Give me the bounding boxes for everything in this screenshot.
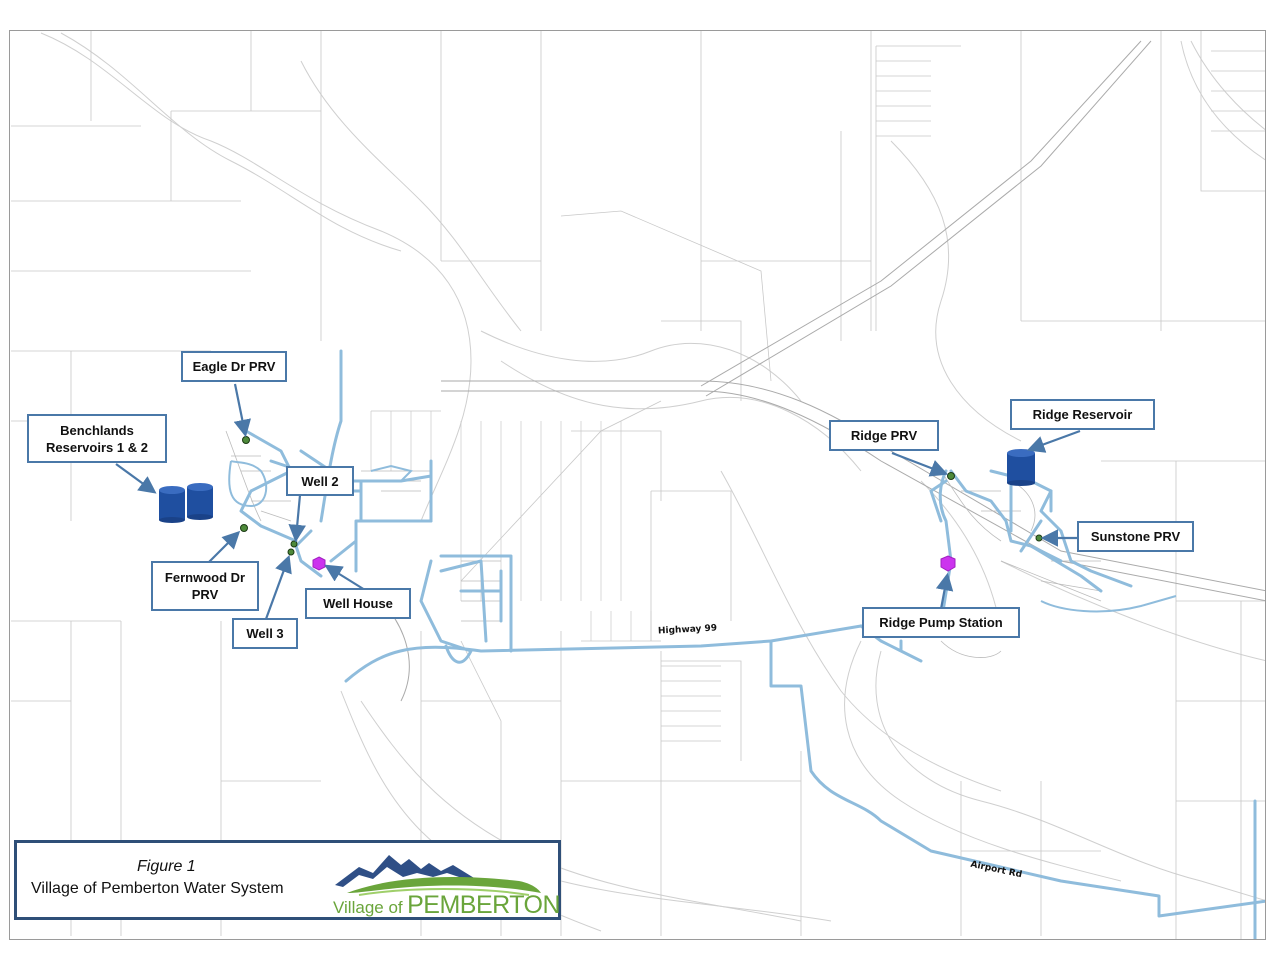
well-house-marker <box>312 556 326 571</box>
logo-village-of: Village of <box>333 898 403 917</box>
pemberton-logo-text: Village of PEMBERTON <box>333 891 561 920</box>
well-3-label: Well 3 <box>232 618 298 649</box>
pemberton-logo-mountains-icon <box>335 855 541 896</box>
map-frame <box>9 30 1266 940</box>
distribution-loops <box>228 460 1177 613</box>
well-2-node <box>290 540 298 548</box>
figure-title-block: Figure 1 Village of Pemberton Water Syst… <box>14 840 561 920</box>
river-contours <box>40 32 1265 932</box>
ridge-pump-station-label: Ridge Pump Station <box>862 607 1020 638</box>
farm-strips <box>370 50 1265 742</box>
fernwood-dr-prv-node <box>240 524 248 532</box>
base-map <box>11 31 1265 939</box>
well-3-node <box>287 548 295 556</box>
well-house-label: Well House <box>305 588 411 619</box>
eagle-dr-prv-node <box>242 436 250 444</box>
benchlands-reservoir-icon <box>159 483 213 523</box>
benchlands-reservoirs-label: Benchlands Reservoirs 1 & 2 <box>27 414 167 463</box>
logo-pemberton: PEMBERTON <box>407 891 561 919</box>
highway-corridor <box>380 40 1265 702</box>
prv-nodes <box>240 436 1043 556</box>
parcel-lines <box>11 31 1265 939</box>
ridge-pump-station-marker <box>940 555 956 572</box>
sunstone-prv-label: Sunstone PRV <box>1077 521 1194 552</box>
ridge-prv-node <box>947 472 955 480</box>
callout-arrows <box>115 383 1081 620</box>
eagle-dr-prv-label: Eagle Dr PRV <box>181 351 287 382</box>
ridge-prv-label: Ridge PRV <box>829 420 939 451</box>
sunstone-prv-node <box>1035 534 1043 542</box>
ridge-reservoir-label: Ridge Reservoir <box>1010 399 1155 430</box>
ridge-reservoir-icon <box>1007 449 1035 486</box>
well-2-label: Well 2 <box>286 466 354 496</box>
figure-number: Figure 1 <box>137 858 196 875</box>
figure-title: Village of Pemberton Water System <box>31 880 284 897</box>
fernwood-dr-prv-label: Fernwood Dr PRV <box>151 561 259 611</box>
